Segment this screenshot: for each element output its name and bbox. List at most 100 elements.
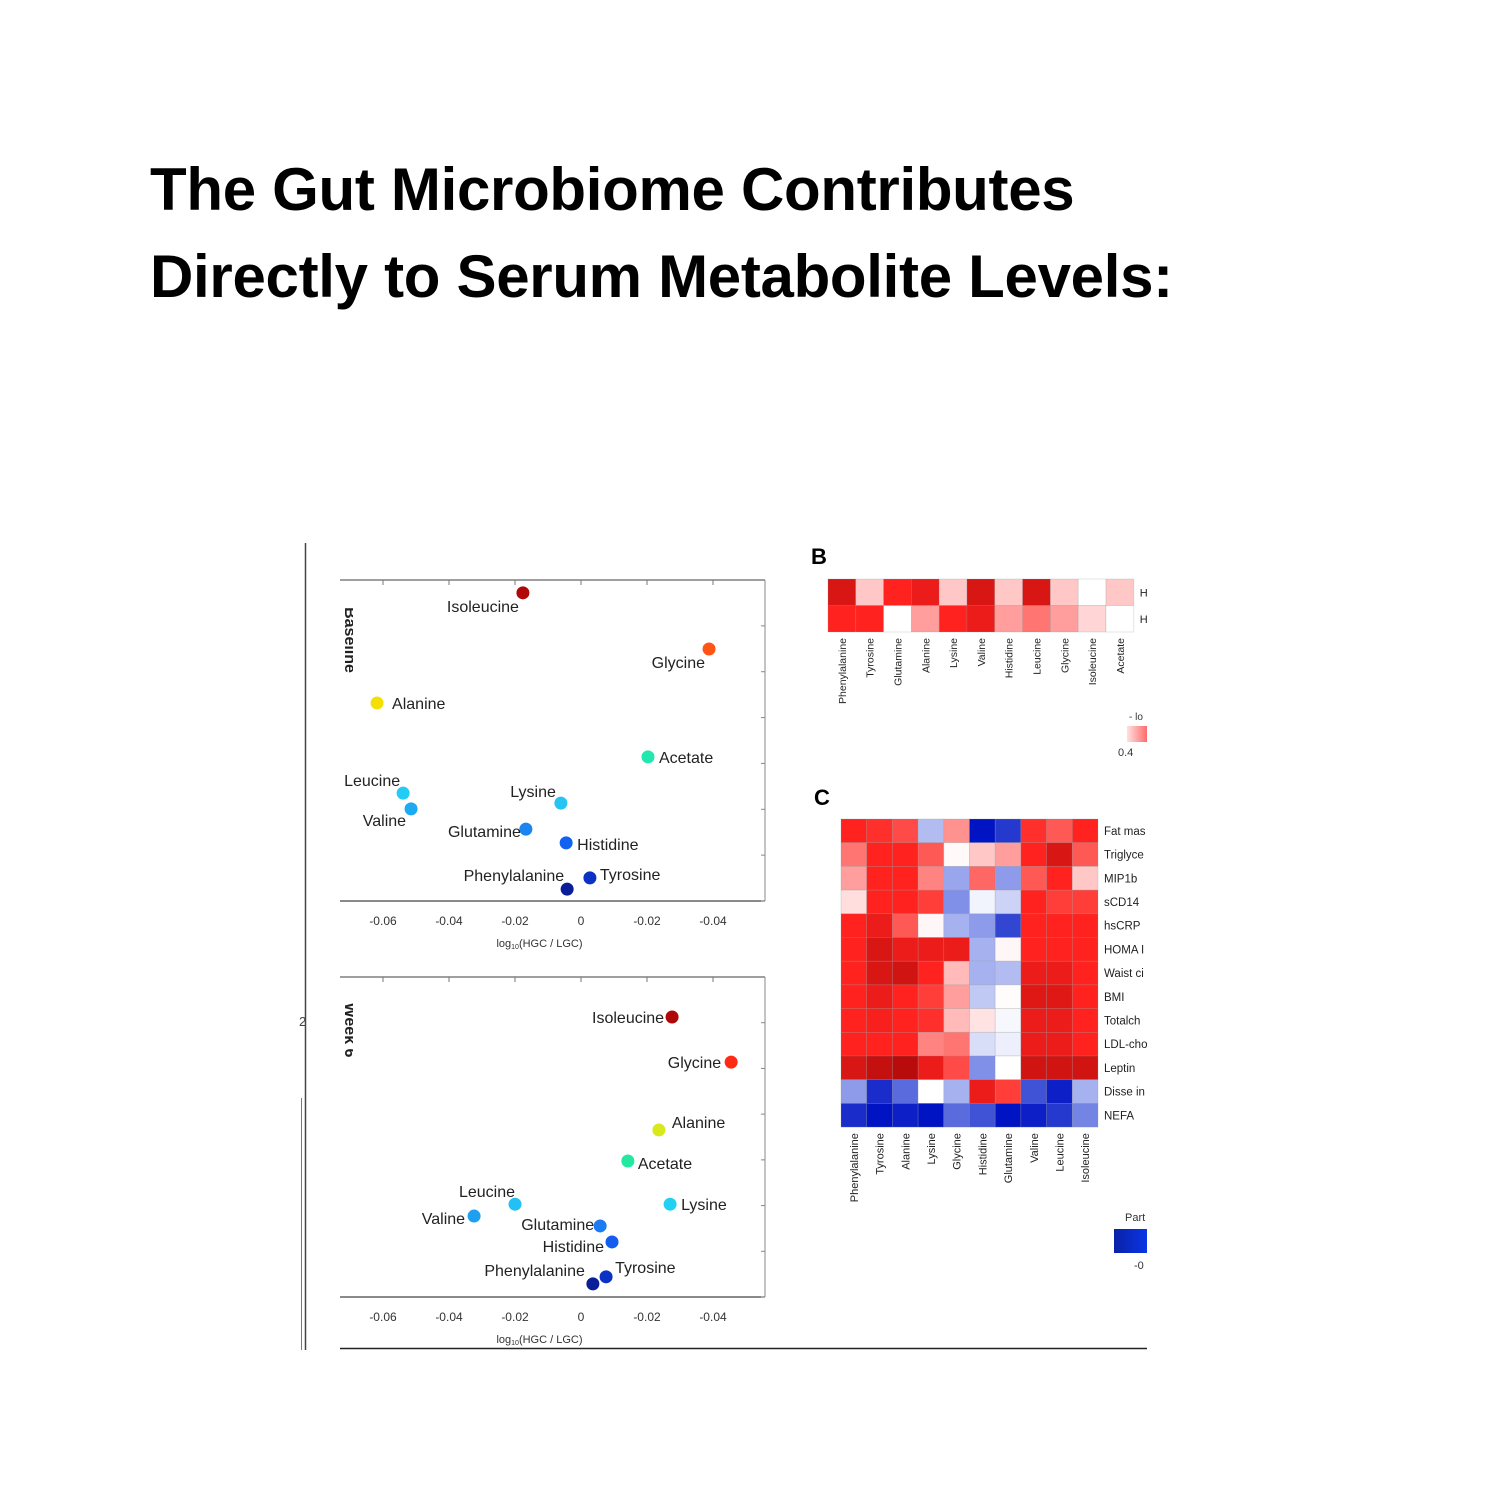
heatmap-cell — [892, 1103, 919, 1128]
heatmap-cell — [866, 818, 893, 844]
heatmap-cell — [1071, 937, 1099, 962]
ylabel-baseline: Baseline — [341, 607, 358, 673]
heatmap-cell — [911, 578, 940, 606]
legend-c-tick: -0 — [1134, 1260, 1144, 1272]
data-point-alanine — [652, 1123, 666, 1137]
heatmap-cell — [855, 605, 884, 633]
heatmap-cell — [994, 1008, 1022, 1033]
row-label: Leptin — [1104, 1063, 1135, 1075]
point-label: Tyrosine — [615, 1260, 676, 1277]
heatmap-cell — [994, 937, 1022, 962]
heatmap-cell — [1046, 1079, 1073, 1104]
legend-b-title: - lo — [1129, 712, 1143, 723]
point-label: Tyrosine — [600, 867, 661, 884]
row-label: NEFA — [1104, 1110, 1134, 1122]
heatmap-cell — [1020, 1079, 1047, 1104]
data-point-glutamine — [519, 822, 533, 836]
data-point-valine — [467, 1209, 481, 1223]
heatmap-cell — [943, 913, 970, 938]
x-tick-label: -0.04 — [699, 914, 727, 928]
heatmap-cell — [969, 1103, 996, 1128]
heatmap-cell — [840, 937, 868, 962]
x-axis-label-part: 10 — [511, 1340, 519, 1347]
panel-label-c: C — [814, 785, 830, 810]
legend-c-gradient — [1114, 1229, 1147, 1253]
row-label: Waist ci — [1104, 968, 1144, 980]
heatmap-cell — [917, 889, 945, 915]
x-tick-label: -0.02 — [501, 1310, 529, 1324]
data-point-histidine — [559, 836, 573, 850]
heatmap-cell — [943, 866, 970, 891]
heatmap-cell — [943, 889, 970, 915]
row-label: sCD14 — [1104, 897, 1140, 909]
heatmap-cell — [840, 889, 868, 915]
heatmap-cell — [1050, 605, 1079, 633]
point-label: Valine — [422, 1211, 465, 1228]
heatmap-cell — [1022, 578, 1051, 606]
point-label: Glutamine — [521, 1217, 594, 1234]
data-point-lysine — [554, 796, 568, 810]
heatmap-cell — [1071, 889, 1099, 915]
data-point-lysine — [663, 1197, 677, 1211]
heatmap-cell — [866, 842, 893, 867]
heatmap-cell — [1020, 1055, 1047, 1081]
row-label: Disse in — [1104, 1087, 1145, 1099]
x-tick-label: -0.04 — [699, 1310, 727, 1324]
heatmap-cell — [866, 1055, 893, 1081]
x-tick-label: 0 — [578, 914, 585, 928]
heatmap-cell — [917, 818, 945, 844]
heatmap-cell — [994, 866, 1022, 891]
x-axis-label-part: log — [496, 1334, 511, 1346]
heatmap-cell — [1020, 866, 1047, 891]
heatmap-cell — [969, 984, 996, 1009]
heatmap-cell — [917, 960, 945, 986]
heatmap-cell — [1020, 1008, 1047, 1033]
heatmap-cell — [1105, 605, 1135, 633]
title-line-1: The Gut Microbiome Contributes — [150, 156, 1075, 223]
heatmap-cell — [1071, 1008, 1099, 1033]
column-label: Phenylalanine — [837, 638, 849, 704]
heatmap-cell — [1071, 1031, 1099, 1057]
heatmap-cell — [917, 937, 945, 962]
heatmap-cell — [917, 842, 945, 867]
point-label: Glycine — [668, 1055, 721, 1072]
data-point-alanine — [370, 696, 384, 710]
heatmap-cell — [1046, 1008, 1073, 1033]
data-point-isoleucine — [665, 1010, 679, 1024]
heatmap-cell — [969, 866, 996, 891]
column-label: Alanine — [900, 1133, 912, 1170]
heatmap-cell — [1046, 1103, 1073, 1128]
heatmap-cell — [943, 984, 970, 1009]
heatmap-cell — [938, 605, 968, 633]
data-point-isoleucine — [516, 586, 530, 600]
heatmap-cell — [969, 913, 996, 938]
column-label: Lysine — [926, 1133, 938, 1164]
data-point-acetate — [621, 1154, 635, 1168]
row-label: LDL-cho — [1104, 1039, 1147, 1051]
x-tick-label: 0 — [578, 1310, 585, 1324]
heatmap-cell — [969, 818, 996, 844]
heatmap-cell — [1046, 937, 1073, 962]
column-label: Lysine — [948, 638, 960, 668]
heatmap-cell — [917, 866, 945, 891]
heatmap-cell — [1071, 842, 1099, 867]
heatmap-cell — [917, 1103, 945, 1128]
point-label: Histidine — [577, 837, 638, 854]
heatmap-cell — [969, 960, 996, 986]
heatmap-cell — [892, 889, 919, 915]
heatmap-cell — [943, 937, 970, 962]
column-label: Histidine — [1004, 638, 1016, 678]
column-label: Isoleucine — [1080, 1133, 1092, 1183]
ylabel-week6: Week 6 — [341, 1003, 358, 1058]
heatmap-cell — [1046, 1055, 1073, 1081]
heatmap-cell — [840, 984, 868, 1009]
heatmap-cell — [827, 605, 857, 633]
column-label: Histidine — [977, 1133, 989, 1175]
heatmap-cell — [969, 889, 996, 915]
legend-b-gradient — [1127, 726, 1147, 742]
heatmap-cell — [840, 1103, 868, 1128]
heatmap-cell — [892, 1055, 919, 1081]
point-label: Acetate — [659, 750, 713, 767]
data-point-valine — [404, 802, 418, 816]
